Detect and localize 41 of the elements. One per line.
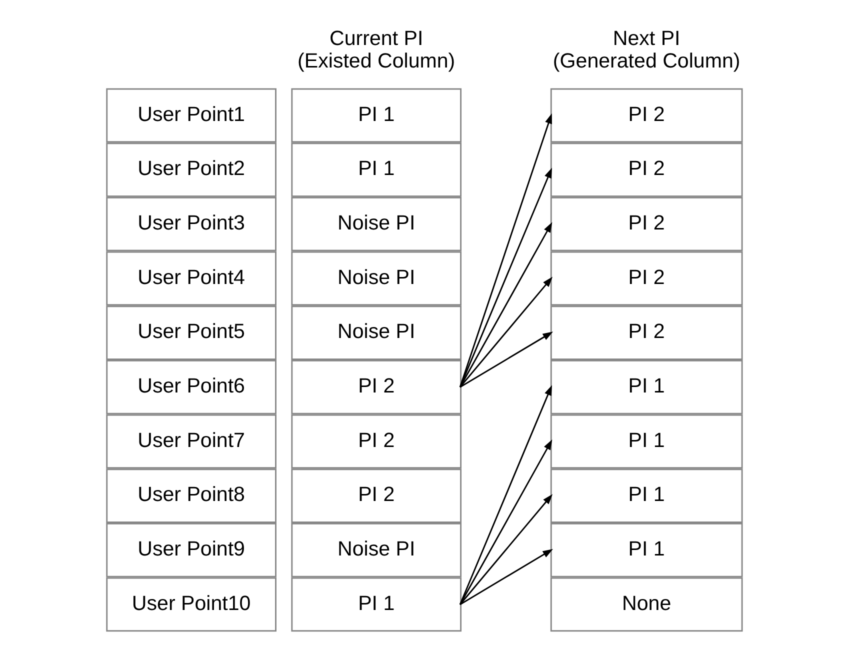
node-box: User Point10 [106, 577, 276, 632]
arrow [459, 385, 552, 605]
node-box: PI 1 [550, 522, 743, 578]
node-box: None [550, 577, 743, 632]
arrow [459, 168, 552, 388]
node-box: PI 1 [550, 468, 743, 523]
node-box: User Point6 [106, 360, 276, 414]
node-box: PI 2 [550, 196, 743, 252]
arrow [460, 276, 553, 388]
arrow [460, 549, 554, 606]
node-box: PI 1 [291, 88, 462, 143]
node-box: PI 2 [291, 360, 462, 414]
arrow [460, 332, 554, 388]
node-box: User Point1 [106, 88, 276, 143]
node-box: PI 2 [550, 88, 743, 143]
node-box: Noise PI [291, 522, 462, 578]
node-box: User Point4 [106, 251, 276, 306]
node-box: User Point8 [106, 468, 276, 523]
node-box: PI 1 [550, 360, 743, 414]
arrow [459, 113, 552, 388]
label: Current PI (Existed Column) [298, 27, 456, 72]
arrow [459, 440, 552, 605]
node-box: PI 1 [291, 142, 462, 197]
arrow [460, 494, 553, 605]
node-box: User Point2 [106, 142, 276, 197]
node-box: PI 1 [291, 577, 462, 632]
label: Next PI (Generated Column) [552, 27, 740, 72]
arrow [459, 222, 552, 388]
node-box: User Point9 [106, 522, 276, 578]
node-box: Noise PI [291, 196, 462, 252]
node-box: PI 1 [550, 414, 743, 469]
node-box: PI 2 [291, 468, 462, 523]
node-box: Noise PI [291, 306, 462, 360]
node-box: User Point7 [106, 414, 276, 469]
node-box: PI 2 [291, 414, 462, 469]
node-box: Noise PI [291, 251, 462, 306]
node-box: User Point3 [106, 196, 276, 252]
node-box: PI 2 [550, 251, 743, 306]
node-box: User Point5 [106, 306, 276, 360]
node-box: PI 2 [550, 306, 743, 360]
node-box: PI 2 [550, 142, 743, 197]
